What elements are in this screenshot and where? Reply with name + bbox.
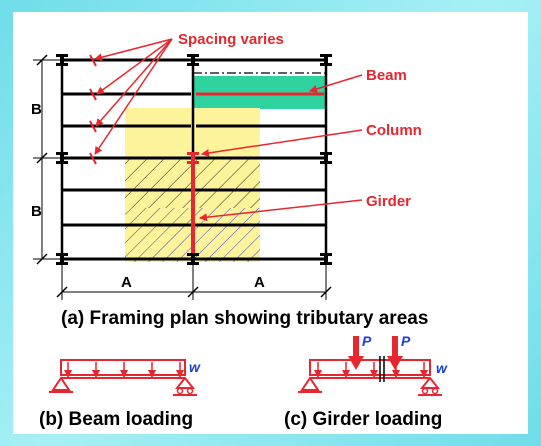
girder-load-w: w [436,360,448,376]
column-markers [56,54,332,265]
bay-label-a1: A [121,274,132,291]
bay-label-b1: B [31,101,42,118]
spacing-leaders [94,38,173,155]
spacing-varies-label: Spacing varies [178,31,284,48]
caption-framing-plan: (a) Framing plan showing tributary areas [61,308,428,329]
beam-leader [309,74,363,93]
dimension-ticks [36,54,332,298]
girder-leader [199,199,363,222]
beam-label: Beam [366,67,407,84]
caption-girder-loading: (c) Girder loading [284,409,442,430]
bay-label-a2: A [254,274,265,291]
bay-label-b2: B [31,203,42,220]
column-leader [201,129,363,157]
girder-load-p1: P [362,333,372,349]
caption-beam-loading: (b) Beam loading [39,409,193,430]
girder-loading-diagram [298,336,442,396]
column-highlighted [187,152,199,164]
girder-load-p2: P [401,333,411,349]
beam-loading-diagram [49,359,197,396]
spacing-ticks [89,54,97,165]
column-label: Column [366,122,422,139]
beam-load-w: w [189,359,201,375]
girder-label: Girder [366,193,411,210]
